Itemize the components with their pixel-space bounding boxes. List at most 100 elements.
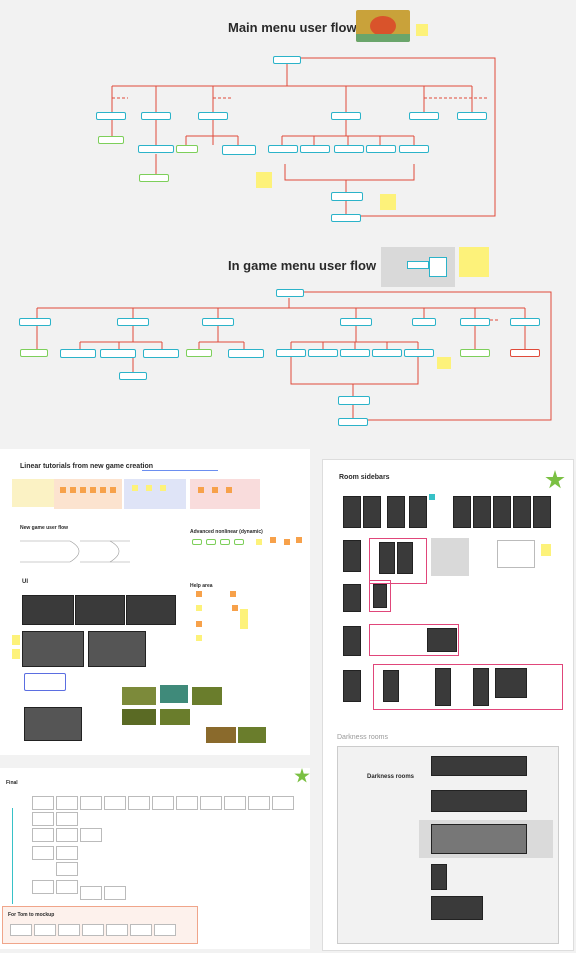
sidebar-screenshot[interactable]	[533, 496, 551, 528]
flow-node-end[interactable]	[176, 145, 198, 153]
final-screen[interactable]	[56, 796, 78, 810]
final-screen[interactable]	[56, 846, 78, 860]
sidebar-screenshot[interactable]	[435, 668, 451, 706]
ui-note[interactable]	[12, 649, 20, 659]
flow-node[interactable]	[338, 396, 370, 405]
help-card[interactable]	[196, 591, 202, 597]
sidebar-screenshot[interactable]	[343, 670, 361, 702]
final-screen[interactable]	[80, 796, 102, 810]
advanced-node[interactable]	[206, 539, 216, 545]
game-artwork-thumbnail[interactable]	[356, 10, 410, 42]
final-screen[interactable]	[248, 796, 270, 810]
sticky-note[interactable]	[459, 247, 489, 277]
flow-node[interactable]	[457, 112, 487, 120]
flow-node[interactable]	[228, 349, 264, 358]
advanced-card[interactable]	[284, 539, 290, 545]
final-screen[interactable]	[200, 796, 222, 810]
tutorial-card[interactable]	[212, 487, 218, 493]
help-card[interactable]	[230, 591, 236, 597]
sidebar-screenshot[interactable]	[383, 670, 399, 702]
game-screenshot[interactable]	[160, 709, 190, 725]
final-screen[interactable]	[32, 796, 54, 810]
advanced-card[interactable]	[296, 537, 302, 543]
sticky-note[interactable]	[380, 194, 396, 210]
flow-node[interactable]	[510, 318, 540, 326]
advanced-card[interactable]	[256, 539, 262, 545]
game-screenshot[interactable]	[192, 687, 222, 705]
flow-node[interactable]	[331, 214, 361, 222]
flow-node-end[interactable]	[20, 349, 48, 357]
tutorial-card[interactable]	[70, 487, 76, 493]
flow-node[interactable]	[372, 349, 402, 357]
flow-node[interactable]	[331, 112, 361, 120]
flow-node[interactable]	[399, 145, 429, 153]
ui-note[interactable]	[12, 635, 20, 645]
help-card[interactable]	[232, 605, 238, 611]
mockup-screen[interactable]	[34, 924, 56, 936]
flow-node[interactable]	[96, 112, 126, 120]
in-game-screenshot[interactable]	[381, 247, 455, 287]
sidebar-screenshot[interactable]	[343, 584, 361, 612]
flow-node[interactable]	[340, 349, 370, 357]
flow-node[interactable]	[340, 318, 372, 326]
ui-screenshot[interactable]	[75, 595, 125, 625]
sidebar-screenshot[interactable]	[373, 584, 387, 608]
tutorial-card[interactable]	[80, 487, 86, 493]
flow-node[interactable]	[460, 318, 490, 326]
ui-screenshot[interactable]	[126, 595, 176, 625]
flow-node[interactable]	[404, 349, 434, 357]
flow-node[interactable]	[141, 112, 171, 120]
sidebar-group-frame[interactable]	[373, 664, 563, 710]
darkness-screenshot[interactable]	[431, 896, 483, 920]
tutorial-card[interactable]	[132, 485, 138, 491]
game-screenshot[interactable]	[238, 727, 266, 743]
sidebar-screenshot[interactable]	[473, 668, 489, 706]
final-screen[interactable]	[80, 886, 102, 900]
tutorial-link[interactable]	[142, 465, 218, 471]
flow-node[interactable]	[117, 318, 149, 326]
tutorial-card[interactable]	[90, 487, 96, 493]
flow-node[interactable]	[409, 112, 439, 120]
tutorial-card[interactable]	[146, 485, 152, 491]
tutorial-group-yellow[interactable]	[12, 479, 52, 507]
game-screenshot[interactable]	[160, 685, 188, 703]
final-screen[interactable]	[176, 796, 198, 810]
flow-node[interactable]	[276, 349, 306, 357]
sidebar-tag[interactable]	[429, 494, 435, 500]
tutorial-card[interactable]	[226, 487, 232, 493]
final-screen[interactable]	[272, 796, 294, 810]
flow-node-end[interactable]	[460, 349, 490, 357]
mockup-screen[interactable]	[130, 924, 152, 936]
flow-node-end[interactable]	[139, 174, 169, 182]
mockup-screen[interactable]	[106, 924, 128, 936]
help-card[interactable]	[196, 605, 202, 611]
help-card[interactable]	[196, 635, 202, 641]
tutorial-group-orange[interactable]	[54, 479, 122, 509]
mockup-screen[interactable]	[82, 924, 104, 936]
advanced-card[interactable]	[270, 537, 276, 543]
flow-node[interactable]	[19, 318, 51, 326]
final-screen[interactable]	[104, 796, 126, 810]
sidebar-screenshot[interactable]	[427, 628, 457, 652]
advanced-node[interactable]	[192, 539, 202, 545]
final-screen[interactable]	[56, 812, 78, 826]
flow-node[interactable]	[300, 145, 330, 153]
flow-node[interactable]	[268, 145, 298, 153]
tutorial-card[interactable]	[110, 487, 116, 493]
sidebar-screenshot[interactable]	[409, 496, 427, 528]
sidebar-screenshot[interactable]	[387, 496, 405, 528]
final-screen[interactable]	[80, 828, 102, 842]
sidebar-screenshot[interactable]	[493, 496, 511, 528]
flow-node[interactable]	[366, 145, 396, 153]
tutorial-card[interactable]	[60, 487, 66, 493]
game-screenshot[interactable]	[206, 727, 236, 743]
sidebar-screenshot[interactable]	[343, 540, 361, 572]
flow-node-main-menu[interactable]	[273, 56, 301, 64]
sidebar-screenshot[interactable]	[473, 496, 491, 528]
ui-screenshot[interactable]	[22, 631, 84, 667]
flow-node[interactable]	[222, 145, 256, 155]
final-screen[interactable]	[128, 796, 150, 810]
game-screenshot[interactable]	[122, 709, 156, 725]
flow-node-exit[interactable]	[510, 349, 540, 357]
final-screen[interactable]	[224, 796, 246, 810]
